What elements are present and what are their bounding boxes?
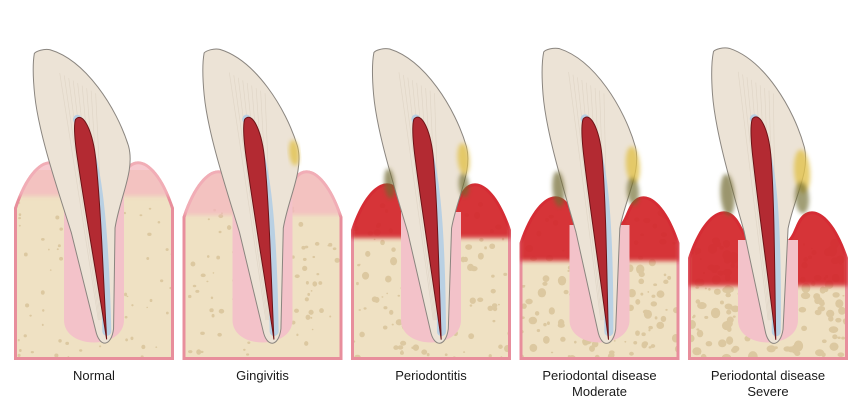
stage-label-normal: Normal: [9, 368, 179, 384]
stage-panel-gingivitis: [182, 42, 343, 360]
stage-label-line: Periodontal disease: [515, 368, 685, 384]
stage-label-periodontitis: Periodontitis: [346, 368, 516, 384]
stage-panel-periodontal-moderate: [517, 42, 683, 364]
stage-panel-normal: [14, 42, 174, 360]
stage-label-line: Periodontal disease: [683, 368, 853, 384]
stage-label-line: Normal: [9, 368, 179, 384]
stage-label-gingivitis: Gingivitis: [178, 368, 348, 384]
stage-label-line: Moderate: [515, 384, 685, 400]
stage-label-line: Periodontitis: [346, 368, 516, 384]
stage-label-line: Gingivitis: [178, 368, 348, 384]
stage-panel-periodontal-severe: [687, 42, 850, 363]
stage-label-line: Severe: [683, 384, 853, 400]
stage-panel-periodontitis: [349, 42, 512, 362]
